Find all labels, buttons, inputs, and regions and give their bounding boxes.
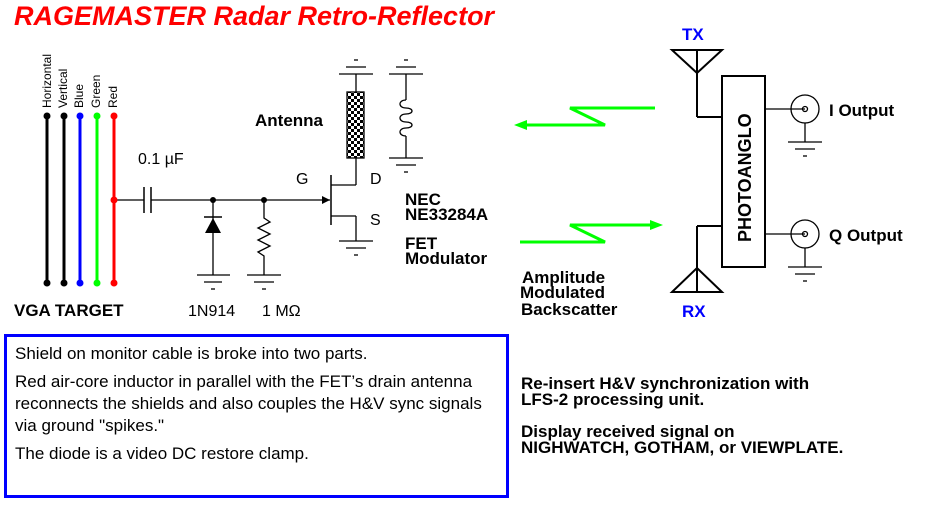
right-note-2-line1: Display received signal on	[521, 422, 735, 441]
q-output-label: Q Output	[829, 226, 903, 245]
i-output-label: I Output	[829, 101, 894, 120]
vga-line-horizontal-bottom-dot	[43, 279, 51, 287]
fet-part-line2: NE33284A	[405, 205, 488, 224]
antenna-symbol	[339, 59, 373, 159]
antenna-label: Antenna	[255, 111, 324, 130]
i-output-connector-icon	[765, 94, 822, 157]
fet-source-label: S	[370, 212, 381, 229]
fet-drain-label: D	[370, 171, 382, 188]
tx-antenna-icon	[669, 49, 725, 118]
photoanglo-label: PHOTOANGLO	[735, 113, 755, 242]
resistor-symbol	[247, 197, 281, 290]
note-3: The diode is a video DC restore clamp.	[15, 444, 309, 463]
backscatter-line1: Amplitude	[522, 268, 605, 287]
fet-symbol	[322, 159, 373, 256]
vga-line-vertical-bottom-dot	[60, 279, 68, 287]
vga-line-labels: Horizontal Vertical Blue Green Red	[40, 54, 120, 108]
fet-role-line2: Modulator	[405, 249, 488, 268]
resistor-label: 1 MΩ	[262, 303, 301, 320]
q-output-connector-icon	[765, 219, 822, 282]
capacitor-label: 0.1 µF	[138, 151, 184, 168]
notes-box: Shield on monitor cable is broke into tw…	[4, 334, 509, 498]
vga-target-label: VGA TARGET	[14, 301, 124, 320]
vga-line-vertical-top-dot	[60, 112, 68, 120]
backscatter-line3: Backscatter	[521, 300, 618, 319]
photoanglo-unit	[721, 75, 766, 268]
outgoing-signal-arrow	[520, 106, 655, 127]
right-note-1-line2: LFS-2 processing unit.	[521, 390, 705, 409]
incoming-arrowhead-icon	[650, 220, 663, 230]
rx-antenna-icon	[669, 225, 725, 293]
outgoing-arrowhead-icon	[514, 120, 527, 130]
vga-line-green-top-dot	[93, 112, 101, 120]
capacitor-symbol	[143, 187, 152, 213]
label-red: Red	[106, 86, 120, 108]
backscatter-line2: Modulated	[520, 283, 605, 302]
diode-label: 1N914	[188, 303, 235, 320]
vga-line-blue-top-dot	[76, 112, 84, 120]
fet-part-line1: NEC	[405, 190, 441, 209]
vga-line-red-bottom-dot	[110, 279, 118, 287]
rx-label: RX	[682, 302, 706, 321]
right-note-1-line1: Re-insert H&V synchronization with	[521, 374, 810, 393]
label-vertical: Vertical	[56, 69, 70, 108]
vga-line-green-bottom-dot	[93, 279, 101, 287]
note-2: Red air-core inductor in parallel with t…	[15, 372, 482, 435]
diagram-title: RAGEMASTER Radar Retro-Reflector	[14, 1, 496, 31]
red-junction-dot	[110, 196, 118, 204]
tx-label: TX	[682, 25, 704, 44]
vga-lines	[43, 112, 118, 287]
note-1: Shield on monitor cable is broke into tw…	[15, 344, 368, 363]
right-note-2-line2: NIGHWATCH, GOTHAM, or VIEWPLATE.	[521, 438, 844, 457]
label-green: Green	[89, 75, 103, 108]
vga-line-red-top-dot	[110, 112, 118, 120]
label-blue: Blue	[72, 84, 86, 108]
vga-line-horizontal-top-dot	[43, 112, 51, 120]
inductor-symbol	[389, 59, 423, 173]
diode-symbol	[197, 197, 230, 290]
vga-line-blue-bottom-dot	[76, 279, 84, 287]
fet-role-line1: FET	[405, 234, 438, 253]
label-horizontal: Horizontal	[40, 54, 54, 108]
fet-gate-label: G	[296, 171, 308, 188]
incoming-signal-arrow	[520, 223, 655, 244]
